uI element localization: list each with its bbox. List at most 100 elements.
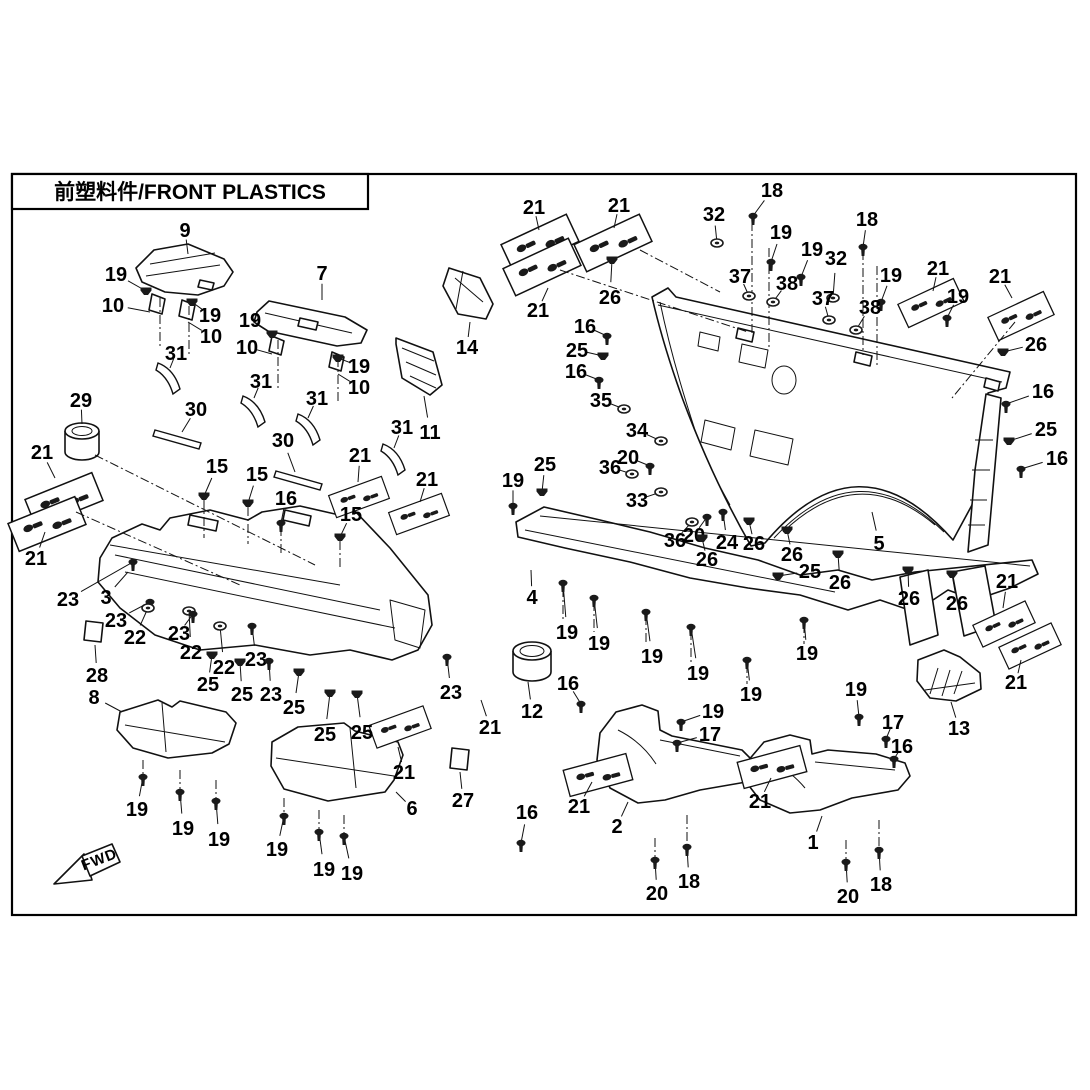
callout-19: 19 [266,839,288,861]
screw-icon [175,788,185,801]
callout-12: 12 [521,701,543,723]
screw-icon [314,828,324,841]
callout-37: 37 [729,266,751,288]
callout-21: 21 [1005,672,1027,694]
callout-31: 31 [250,371,272,393]
leader-line [337,373,351,383]
leader-line [307,405,314,419]
callout-21: 21 [393,762,415,784]
callout-22: 22 [213,657,235,679]
leader-line [80,561,134,593]
leader-line [1002,591,1006,609]
callout-19: 19 [126,799,148,821]
screw-icon [138,773,148,786]
callout-4: 4 [526,587,538,609]
callout-19: 19 [770,222,792,244]
screw-icon [442,653,452,666]
clip-icon [293,668,305,676]
screw-icon [881,735,891,748]
screw-icon [748,212,758,225]
callout-37: 37 [812,288,834,310]
screw-icon [516,839,526,852]
callout-25: 25 [283,697,305,719]
callout-5: 5 [873,533,884,555]
callout-15: 15 [206,456,228,478]
callout-19: 19 [740,684,762,706]
part-28-pad-drawing [83,620,104,643]
callout-21: 21 [927,258,949,280]
callout-18: 18 [678,871,700,893]
callout-36: 36 [664,530,686,552]
screw-icon [508,502,518,515]
leader-line [287,452,296,473]
leader-line [613,214,618,229]
screw-icon [1001,400,1011,413]
callout-21: 21 [349,445,371,467]
bumper-assembly-drawing [97,505,433,661]
callout-19: 19 [641,646,663,668]
washer-icon [766,297,780,307]
screw-icon [594,376,604,389]
callout-10: 10 [200,326,222,348]
callout-31: 31 [306,388,328,410]
callout-21: 21 [523,197,545,219]
screw-icon [558,579,568,592]
callout-25: 25 [534,454,556,476]
screw-icon [676,718,686,731]
washer-icon [822,315,836,325]
assembly-axis-lines [75,222,1016,860]
clip-icon [198,492,210,500]
callout-25: 25 [799,561,821,583]
callout-16: 16 [557,673,579,695]
callout-13: 13 [948,718,970,740]
callout-22: 22 [124,627,146,649]
callout-21: 21 [416,469,438,491]
callout-10: 10 [348,377,370,399]
callout-36: 36 [599,457,621,479]
leader-line [871,511,877,531]
leader-line [94,644,97,664]
leader-line [480,699,487,717]
callout-23: 23 [440,682,462,704]
side-pillar-drawing [967,393,1002,553]
callout-16: 16 [891,736,913,758]
leader-line [114,571,129,588]
washer-icon [141,603,155,613]
callout-17: 17 [699,724,721,746]
washer-icon [742,291,756,301]
clip-icon [781,526,793,534]
callout-34: 34 [626,420,649,442]
clip-icon [997,348,1009,356]
screw-icon [718,508,728,521]
callout-16: 16 [574,316,596,338]
title-box [10,172,370,211]
leader-line [169,358,175,369]
leader-line [253,387,259,399]
callout-20: 20 [617,447,639,469]
callout-21: 21 [31,442,53,464]
leader-line [395,791,406,802]
callout-8: 8 [88,687,99,709]
part-29-cup-drawing [64,422,100,461]
part-11-vent-drawing [395,337,443,396]
callout-19: 19 [502,470,524,492]
callout-1: 1 [807,832,818,854]
washer-icon [213,621,227,631]
callout-19: 19 [845,679,867,701]
screw-icon [942,314,952,327]
callout-24: 24 [716,532,739,554]
leader-line [1004,284,1013,299]
part-30-strips-drawing [152,429,323,491]
callout-17: 17 [882,712,904,734]
callout-19: 19 [313,859,335,881]
callout-16: 16 [565,361,587,383]
callout-14: 14 [456,337,479,359]
callout-19: 19 [172,818,194,840]
part-7-lid-drawing [253,300,368,372]
leader-line [46,462,56,479]
leader-line [535,216,540,231]
part-8-panel-drawing [116,699,237,759]
screw-icon [682,843,692,856]
main-panel-drawing [651,287,1011,547]
callout-25: 25 [351,722,373,744]
